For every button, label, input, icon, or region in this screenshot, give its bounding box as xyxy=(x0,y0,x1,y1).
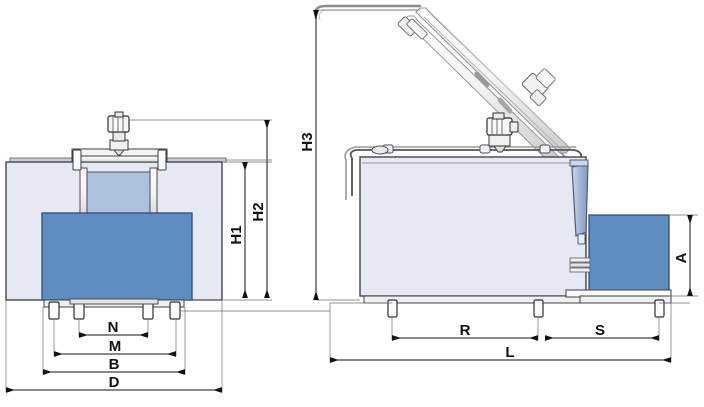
dim-label-H3: H3 xyxy=(299,132,316,151)
lid-arm-joint-mid-2 xyxy=(497,97,513,114)
witness-lines-side xyxy=(329,302,690,362)
dimension-S: S xyxy=(545,322,659,341)
witness-lines-h3 xyxy=(316,9,420,301)
leg-3 xyxy=(142,301,154,320)
lid-hinge-block xyxy=(521,68,556,107)
leg-crossbar xyxy=(69,298,159,305)
leg-side-2 xyxy=(533,299,544,318)
rail-knob-3 xyxy=(539,144,551,154)
leg-side-1 xyxy=(387,299,398,318)
top-rail-side xyxy=(349,149,583,161)
motor-coupler-side xyxy=(493,145,507,153)
leg-4 xyxy=(169,301,181,320)
base-plate-side-right-lower xyxy=(579,295,672,304)
dim-label-D: D xyxy=(109,374,120,391)
top-rail-front xyxy=(71,155,168,163)
motor-housing-front xyxy=(107,115,130,133)
rail-boss-left xyxy=(371,145,389,155)
motor-cap-side xyxy=(492,112,505,120)
leg-side-3 xyxy=(654,299,665,318)
leg-2 xyxy=(73,301,85,320)
motor-side xyxy=(486,112,519,153)
dim-label-H2: H2 xyxy=(250,202,267,221)
machine-body-side xyxy=(359,156,587,297)
dimension-R: R xyxy=(392,322,538,341)
side-bracket-plates xyxy=(569,257,591,273)
dimension-D: D xyxy=(6,374,222,393)
dim-label-B: B xyxy=(109,356,120,373)
lid-clamp-upper xyxy=(397,16,428,40)
dimension-H3: H3 xyxy=(299,10,319,300)
dimension-L: L xyxy=(330,344,671,363)
dimension-M: M xyxy=(54,338,176,357)
dim-label-S: S xyxy=(595,322,605,339)
top-rail-side-highlight xyxy=(344,146,576,161)
dim-label-R: R xyxy=(460,322,471,339)
dimension-A: A xyxy=(673,215,693,296)
dimension-H1: H1 xyxy=(228,162,248,298)
lid-handle-hook xyxy=(313,4,422,20)
rail-cap-left xyxy=(72,149,82,171)
dim-label-H1: H1 xyxy=(228,225,245,244)
legs-side xyxy=(387,299,665,318)
dimension-H2: H2 xyxy=(250,120,270,298)
motor-terminal-box-side xyxy=(509,121,519,133)
lid-arm-inner-line-2 xyxy=(428,10,568,147)
dim-label-M: M xyxy=(109,338,122,355)
dim-label-N: N xyxy=(108,319,119,336)
side-view-group: R S L H3 A xyxy=(299,4,698,363)
lid-arm-inner-line xyxy=(423,16,563,151)
legs-front xyxy=(48,298,181,320)
motor-base-side xyxy=(488,133,511,147)
witness-lines-a xyxy=(669,214,698,297)
dimension-N: N xyxy=(79,319,148,338)
leg-1 xyxy=(48,301,60,320)
lid-arm-joint-mid xyxy=(474,71,490,88)
spout-nozzle xyxy=(577,233,586,245)
rail-knob-2 xyxy=(479,144,491,154)
rail-cap-right xyxy=(157,149,167,171)
spout-collar xyxy=(569,159,589,167)
front-view-group: N M B D H1 H2 xyxy=(5,111,272,393)
shaft-coupler-front xyxy=(113,149,125,156)
dimension-B: B xyxy=(43,356,185,375)
motor-cap-front xyxy=(114,111,124,118)
dim-label-A: A xyxy=(673,252,690,263)
control-panel-front xyxy=(41,212,193,301)
dim-label-L: L xyxy=(505,344,514,361)
control-panel-side xyxy=(588,214,670,297)
hinged-lid-arm xyxy=(313,4,572,198)
motor-housing-side xyxy=(486,117,513,136)
